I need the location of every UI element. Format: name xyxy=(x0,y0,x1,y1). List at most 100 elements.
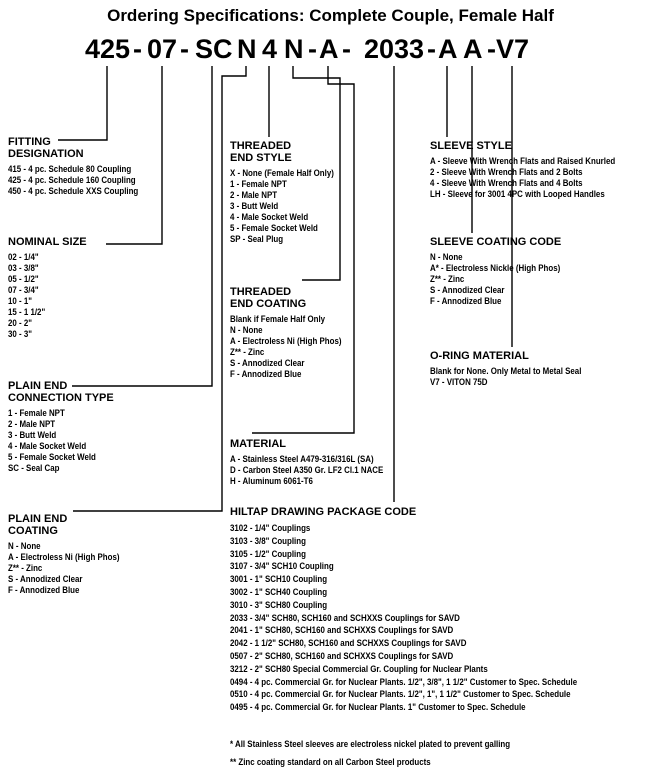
list-item: X - None (Female Half Only) xyxy=(230,168,334,178)
connector-plain-end-connection-type xyxy=(72,66,213,387)
list-item: A - Sleeve With Wrench Flats and Raised … xyxy=(430,156,616,166)
section-items: A - Stainless Steel A479-316/316L (SA)D … xyxy=(230,454,404,487)
list-item: Blank for None. Only Metal to Metal Seal xyxy=(430,366,582,376)
footnote: ** Zinc coating standard on all Carbon S… xyxy=(230,757,431,767)
list-item: S - Annodized Clear xyxy=(430,285,505,295)
list-item: 2 - Male NPT xyxy=(230,190,278,200)
list-item: 2 - Male NPT xyxy=(8,419,56,429)
part-segment-threaded-end-style: 4 xyxy=(262,34,278,64)
section-material: MATERIAL A - Stainless Steel A479-316/31… xyxy=(230,438,404,487)
section-heading: O-RING MATERIAL xyxy=(430,350,529,362)
section-heading: SLEEVE COATING CODE xyxy=(430,236,562,248)
list-item: 03 - 3/8" xyxy=(8,263,39,273)
section-heading: THREADED END COATING xyxy=(230,286,307,310)
section-heading: FITTING DESIGNATION xyxy=(8,136,84,160)
list-item: SC - Seal Cap xyxy=(8,463,60,473)
list-item: F - Annodized Blue xyxy=(430,296,502,306)
list-item: 3 - Butt Weld xyxy=(230,201,279,211)
part-separator: - xyxy=(180,34,189,64)
footnotes: * All Stainless Steel sleeves are electr… xyxy=(230,735,548,771)
part-segment-nominal-size: 07 xyxy=(147,34,178,64)
footnote-items: * All Stainless Steel sleeves are electr… xyxy=(230,735,548,771)
section-heading: PLAIN END COATING xyxy=(8,513,68,537)
list-item: 5 - Female Socket Weld xyxy=(230,223,318,233)
part-separator: - xyxy=(133,34,142,64)
section-threaded-end-style: THREADED END STYLE X - None (Female Half… xyxy=(230,140,348,245)
section-items: X - None (Female Half Only)1 - Female NP… xyxy=(230,168,348,245)
part-segment-plain-end-connection: SC xyxy=(195,34,233,64)
list-item: A* - Electroless Nickle (High Phos) xyxy=(430,263,561,273)
list-item: LH - Sleeve for 3001 4PC with Looped Han… xyxy=(430,189,605,199)
section-plain-end-connection-type: PLAIN END CONNECTION TYPE 1 - Female NPT… xyxy=(8,380,114,474)
list-item: 3002 - 1" SCH40 Coupling xyxy=(230,586,328,597)
part-separator: - xyxy=(342,34,351,64)
part-separator: - xyxy=(308,34,317,64)
footnote: * All Stainless Steel sleeves are electr… xyxy=(230,739,511,749)
list-item: 10 - 1" xyxy=(8,296,33,306)
list-item: 450 - 4 pc. Schedule XXS Coupling xyxy=(8,186,139,196)
list-item: 02 - 1/4" xyxy=(8,252,39,262)
page-title: Ordering Specifications: Complete Couple… xyxy=(107,6,554,25)
list-item: 0495 - 4 pc. Commercial Gr. for Nuclear … xyxy=(230,702,526,713)
list-item: N - None xyxy=(430,252,463,262)
list-item: 2041 - 1" SCH80, SCH160 and SCHXXS Coupl… xyxy=(230,625,454,636)
list-item: S - Annodized Clear xyxy=(230,358,305,368)
list-item: N - None xyxy=(230,325,263,335)
list-item: 415 - 4 pc. Schedule 80 Coupling xyxy=(8,164,132,174)
list-item: 1 - Female NPT xyxy=(230,179,287,189)
list-item: D - Carbon Steel A350 Gr. LF2 Cl.1 NACE xyxy=(230,465,384,475)
section-heading: NOMINAL SIZE xyxy=(8,236,87,248)
section-threaded-end-coating: THREADED END COATING Blank if Female Hal… xyxy=(230,286,357,380)
list-item: 07 - 3/4" xyxy=(8,285,39,295)
section-items: Blank for None. Only Metal to Metal Seal… xyxy=(430,366,602,388)
list-item: Z** - Zinc xyxy=(230,347,265,357)
section-items: 02 - 1/4"03 - 3/8"05 - 1/2"07 - 3/4"10 -… xyxy=(8,252,87,340)
list-item: 05 - 1/2" xyxy=(8,274,39,284)
section-heading: HILTAP DRAWING PACKAGE CODE xyxy=(230,506,417,518)
list-item: 425 - 4 pc. Schedule 160 Coupling xyxy=(8,175,136,185)
list-item: H - Aluminum 6061-T6 xyxy=(230,476,313,486)
part-segment-sleeve-style: A xyxy=(438,34,458,64)
section-items: A - Sleeve With Wrench Flats and Raised … xyxy=(430,156,640,200)
part-segment-o-ring: -V7 xyxy=(487,34,530,64)
list-item: 3 - Butt Weld xyxy=(8,430,57,440)
list-item: 2 - Sleeve With Wrench Flats and 2 Bolts xyxy=(430,167,583,177)
list-item: A - Stainless Steel A479-316/316L (SA) xyxy=(230,454,374,464)
list-item: N - None xyxy=(8,541,41,551)
list-item: 5 - Female Socket Weld xyxy=(8,452,96,462)
connector-fitting-designation xyxy=(58,66,108,141)
list-item: 3212 - 2" SCH80 Special Commercial Gr. C… xyxy=(230,663,488,674)
list-item: 3103 - 3/8" Coupling xyxy=(230,535,306,546)
list-item: 3105 - 1/2" Coupling xyxy=(230,548,306,559)
part-segment-drawing-package-code: 2033 xyxy=(364,34,425,64)
list-item: Z** - Zinc xyxy=(430,274,465,284)
part-separator: - xyxy=(427,34,436,64)
section-hiltap-drawing-package-code: HILTAP DRAWING PACKAGE CODE 3102 - 1/4" … xyxy=(230,506,624,714)
list-item: 4 - Male Socket Weld xyxy=(8,441,87,451)
list-item: F - Annodized Blue xyxy=(230,369,302,379)
list-item: 2033 - 3/4" SCH80, SCH160 and SCHXXS Cou… xyxy=(230,612,460,623)
list-item: 30 - 3" xyxy=(8,329,33,339)
list-item: 4 - Male Socket Weld xyxy=(230,212,309,222)
list-item: 3107 - 3/4" SCH10 Coupling xyxy=(230,561,334,572)
list-item: Blank if Female Half Only xyxy=(230,314,326,324)
section-nominal-size: NOMINAL SIZE 02 - 1/4"03 - 3/8"05 - 1/2"… xyxy=(8,236,87,340)
section-o-ring-material: O-RING MATERIAL Blank for None. Only Met… xyxy=(430,350,602,388)
list-item: 1 - Female NPT xyxy=(8,408,65,418)
list-item: A - Electroless Ni (High Phos) xyxy=(8,552,120,562)
list-item: 4 - Sleeve With Wrench Flats and 4 Bolts xyxy=(430,178,583,188)
part-segment-threaded-end-coating: N xyxy=(284,34,304,64)
list-item: 0494 - 4 pc. Commercial Gr. for Nuclear … xyxy=(230,676,578,687)
list-item: 0510 - 4 pc. Commercial Gr. for Nuclear … xyxy=(230,689,571,700)
part-segment-material: A xyxy=(319,34,339,64)
list-item: F - Annodized Blue xyxy=(8,585,80,595)
list-item: S - Annodized Clear xyxy=(8,574,83,584)
list-item: V7 - VITON 75D xyxy=(430,377,488,387)
